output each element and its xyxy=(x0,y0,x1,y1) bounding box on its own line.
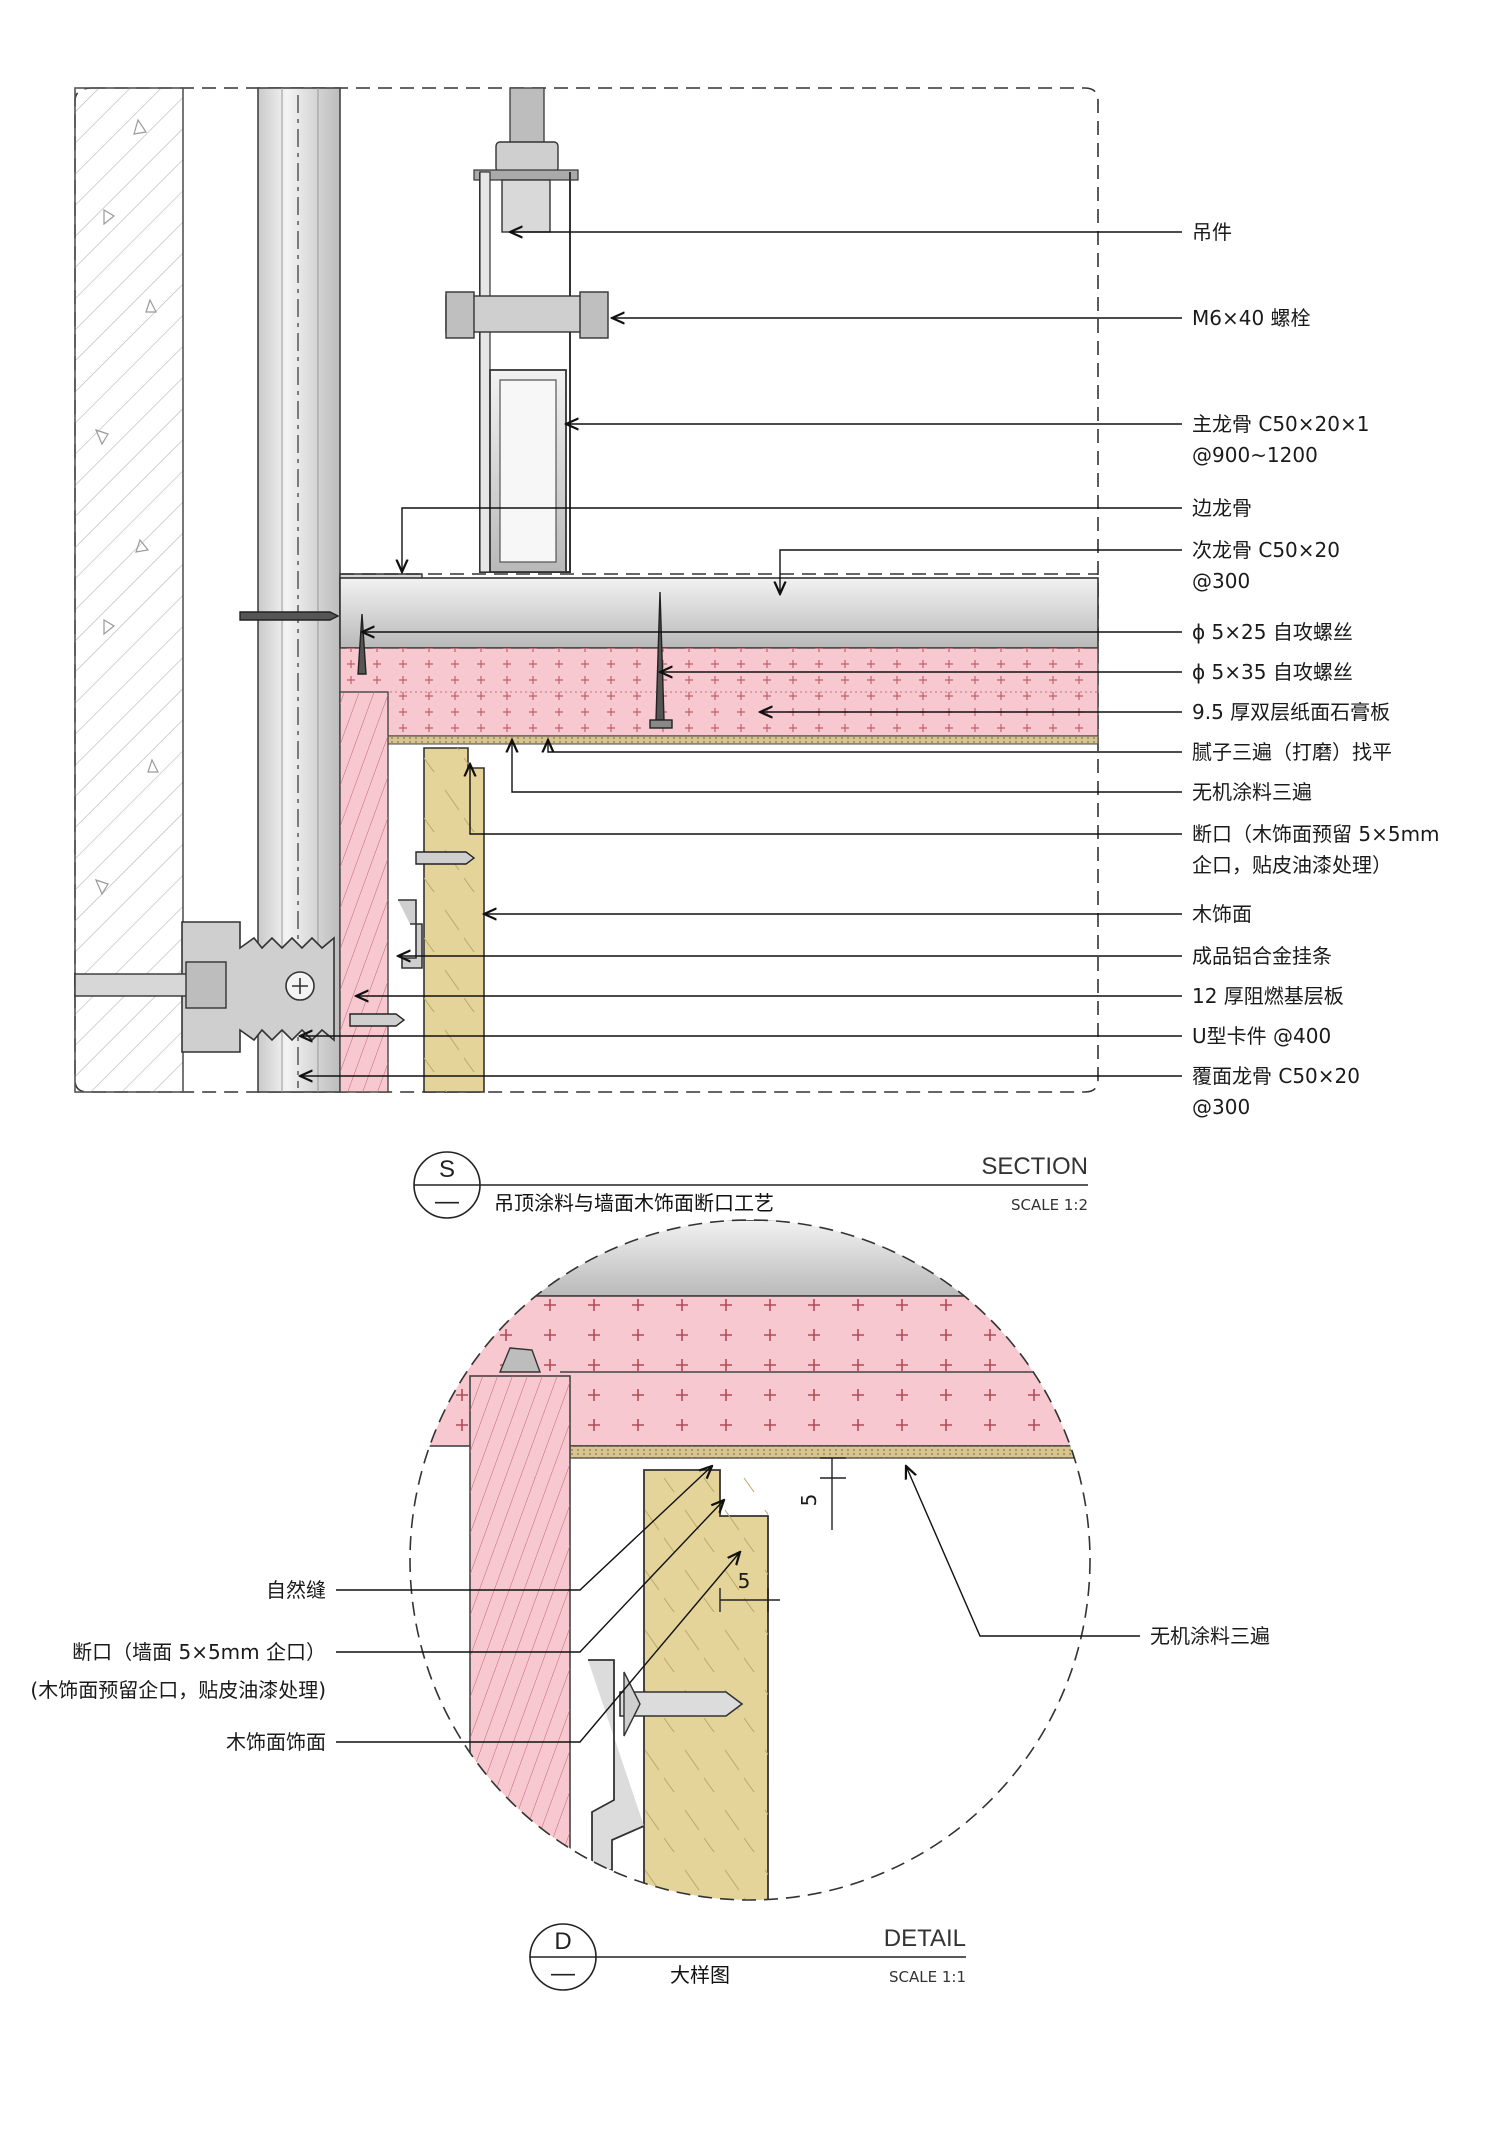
detail-fire-board-hatch xyxy=(470,1376,570,1900)
label-paint-detail: 无机涂料三遍 xyxy=(1150,1624,1270,1648)
detail-screw xyxy=(619,1691,744,1717)
detail-keel xyxy=(410,1220,1090,1297)
detail-putty-dots xyxy=(570,1446,1090,1458)
label-edge-keel: 边龙骨 xyxy=(1192,496,1252,520)
label-screw-25: ϕ 5×25 自攻螺丝 xyxy=(1192,620,1353,644)
screw-25-body xyxy=(357,613,367,675)
detail-leaders xyxy=(336,1466,1140,1743)
gypsum-board-pattern xyxy=(340,648,1098,736)
panel-screw xyxy=(415,851,476,865)
label-secondary-keel-spacing: @300 xyxy=(1192,569,1250,593)
label-inorganic-paint: 无机涂料三遍 xyxy=(1192,780,1312,804)
u-clip-bolt-cross xyxy=(292,978,308,994)
label-putty: 腻子三遍（打磨）找平 xyxy=(1192,740,1392,764)
label-secondary-keel: 次龙骨 C50×20 xyxy=(1192,538,1340,562)
label-main-keel-spacing: @900~1200 xyxy=(1192,443,1318,467)
label-cover-keel-spacing: @300 xyxy=(1192,1095,1250,1119)
threaded-rod xyxy=(509,87,545,147)
label-aluminum-strip: 成品铝合金挂条 xyxy=(1192,944,1332,968)
steel-pipe xyxy=(257,87,341,1093)
label-hanger: 吊件 xyxy=(1192,220,1232,244)
screws xyxy=(239,591,673,1027)
label-bolt: M6×40 螺栓 xyxy=(1192,306,1311,330)
dim-horizontal-line xyxy=(719,1588,780,1612)
section-drawing: 吊件 M6×40 螺栓 主龙骨 C50×20×1 @900~1200 边龙骨 次… xyxy=(74,87,1440,1219)
label-reveal-line2: 企口，贴皮油漆处理） xyxy=(1192,853,1392,877)
section-symbol-sub: — xyxy=(435,1188,459,1215)
section-title-cn: 吊顶涂料与墙面木饰面断口工艺 xyxy=(494,1191,774,1215)
screw-35-head xyxy=(649,719,673,729)
putty-layer-dots xyxy=(388,736,1098,744)
detail-content xyxy=(410,1220,1090,1900)
dim-horizontal-text: 5 xyxy=(738,1569,751,1593)
label-reveal: 断口（木饰面预留 5×5mm xyxy=(1192,822,1440,846)
detail-screw-cap xyxy=(498,1347,541,1373)
wood-veneer-grain xyxy=(424,748,484,1092)
detail-symbol-sub: — xyxy=(551,1960,575,1987)
detail-screw-head xyxy=(623,1671,641,1737)
main-keel-inner xyxy=(499,379,557,563)
detail-title-block: D — DETAIL 大样图 SCALE 1:1 xyxy=(529,1923,966,1991)
label-reveal-detail-line2: (木饰面预留企口，贴皮油漆处理) xyxy=(30,1678,326,1702)
section-leaders xyxy=(300,232,1182,1076)
aluminum-strip xyxy=(398,899,423,969)
detail-aluminum-strip xyxy=(588,1659,645,1871)
wall-screw xyxy=(239,611,340,621)
bolt-head xyxy=(445,291,475,339)
secondary-keel xyxy=(339,577,1099,649)
concrete-wall xyxy=(74,87,184,1093)
detail-title-cn: 大样图 xyxy=(670,1963,730,1987)
dim-vertical-line xyxy=(820,1457,846,1530)
u-clip xyxy=(181,921,335,1053)
label-u-clip: U型卡件 @400 xyxy=(1192,1024,1331,1048)
bolt-nut xyxy=(579,291,609,339)
detail-wood-grain xyxy=(644,1470,768,1900)
label-wood-face: 木饰面饰面 xyxy=(226,1730,326,1754)
detail-symbol-letter: D xyxy=(554,1928,571,1955)
detail-circle xyxy=(409,1219,1091,1901)
detail-labels: 自然缝 断口（墙面 5×5mm 企口） (木饰面预留企口，贴皮油漆处理) 木饰面… xyxy=(30,1578,1270,1754)
section-symbol-letter: S xyxy=(439,1156,455,1183)
clip-screw xyxy=(349,1013,406,1027)
label-reveal-detail: 断口（墙面 5×5mm 企口） xyxy=(72,1640,326,1664)
label-fire-board: 12 厚阻燃基层板 xyxy=(1192,984,1344,1008)
dim-vertical-text: 5 xyxy=(797,1494,821,1507)
section-title-en: SECTION xyxy=(981,1153,1088,1180)
hanger-nut-bottom xyxy=(501,179,551,233)
hanger-nut-top xyxy=(495,141,559,173)
anchor-nut xyxy=(185,961,227,1009)
hanger-plate-left xyxy=(479,171,491,573)
detail-scale: SCALE 1:1 xyxy=(889,1968,966,1986)
label-gypsum-board: 9.5 厚双层纸面石膏板 xyxy=(1192,700,1390,724)
detail-title-en: DETAIL xyxy=(884,1925,966,1952)
detail-drawing: 5 5 自然缝 断口（墙面 5×5mm 企口） (木饰面预留企口，贴皮油漆处理)… xyxy=(30,1219,1270,1991)
label-wood-veneer: 木饰面 xyxy=(1192,902,1252,926)
section-scale: SCALE 1:2 xyxy=(1011,1196,1088,1214)
section-labels: 吊件 M6×40 螺栓 主龙骨 C50×20×1 @900~1200 边龙骨 次… xyxy=(1192,220,1440,1119)
concrete-aggregate xyxy=(94,118,159,993)
label-main-keel: 主龙骨 C50×20×1 xyxy=(1192,412,1369,436)
label-cover-keel: 覆面龙骨 C50×20 xyxy=(1192,1064,1360,1088)
section-title-block: S — SECTION 吊顶涂料与墙面木饰面断口工艺 SCALE 1:2 xyxy=(413,1151,1088,1219)
label-screw-35: ϕ 5×35 自攻螺丝 xyxy=(1192,660,1353,684)
detail-dimensions xyxy=(719,1457,846,1612)
fire-board-hatch xyxy=(340,692,388,1092)
label-natural-gap: 自然缝 xyxy=(266,1578,326,1602)
